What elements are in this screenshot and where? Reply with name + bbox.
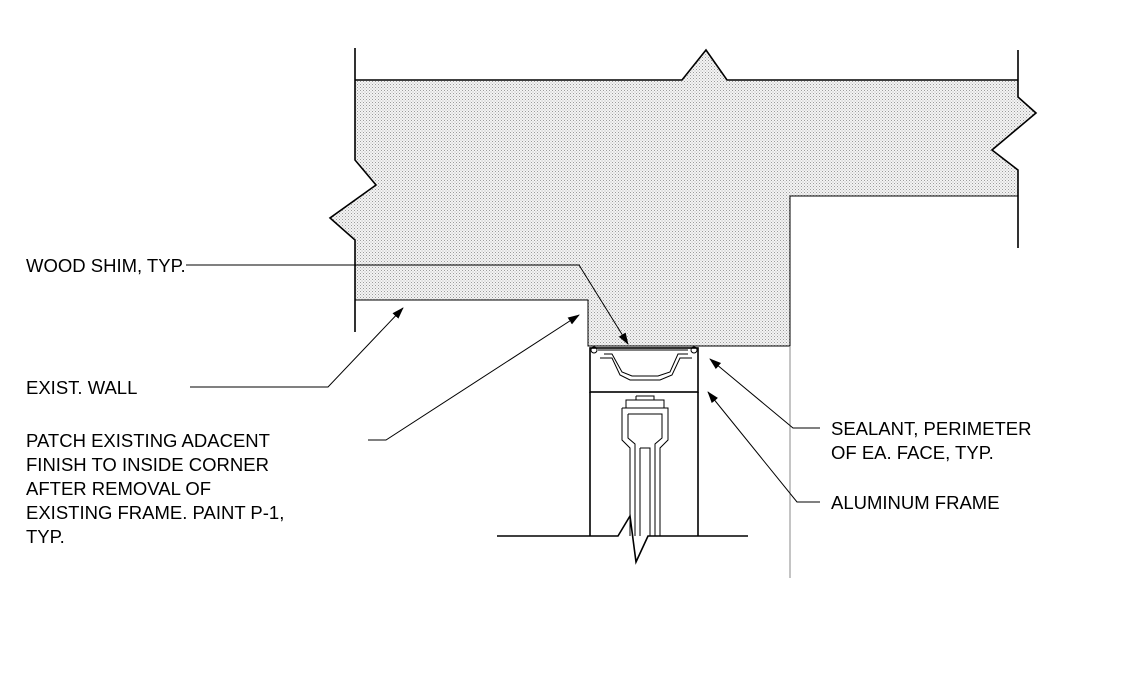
aluminum-frame <box>589 345 699 536</box>
note-line: ALUMINUM FRAME <box>831 492 1000 513</box>
leader-sealant <box>709 358 820 429</box>
bottom-break-line <box>497 513 748 565</box>
note-exist-wall: EXIST. WALL <box>26 377 137 398</box>
leader-exist-wall <box>190 307 404 388</box>
existing-wall <box>328 48 1038 578</box>
note-line: EXIST. WALL <box>26 377 137 398</box>
note-sealant: SEALANT, PERIMETER OF EA. FACE, TYP. <box>831 418 1031 463</box>
leader-patch <box>368 314 580 441</box>
note-patch: PATCH EXISTING ADACENT FINISH TO INSIDE … <box>26 430 284 547</box>
sealant-bead-left <box>590 346 598 354</box>
mullion-inner <box>627 413 663 536</box>
note-line: WOOD SHIM, TYP. <box>26 255 186 276</box>
mullion-cap <box>625 395 665 408</box>
wall-top-edge <box>355 48 1018 81</box>
leaders <box>186 264 820 503</box>
mullion-outer <box>621 407 669 536</box>
frame-header-channel-inner <box>604 353 688 377</box>
note-line: FINISH TO INSIDE CORNER <box>26 454 269 475</box>
note-line: OF EA. FACE, TYP. <box>831 442 994 463</box>
leader-wood-shim <box>186 264 629 345</box>
note-line: EXISTING FRAME. PAINT P-1, <box>26 502 284 523</box>
note-line: PATCH EXISTING ADACENT <box>26 430 270 451</box>
wood-shim-strip <box>596 345 690 351</box>
leader-aluminum-frame <box>707 391 820 503</box>
sealant-bead-right <box>690 346 698 354</box>
note-aluminum-frame: ALUMINUM FRAME <box>831 492 1000 513</box>
note-line: TYP. <box>26 526 65 547</box>
wall-right-break <box>990 50 1038 248</box>
frame-header <box>589 347 699 393</box>
wall-left-break <box>328 48 378 332</box>
mullion-glass-stop <box>639 447 651 536</box>
wall-poly <box>330 50 1036 346</box>
note-line: SEALANT, PERIMETER <box>831 418 1031 439</box>
frame-header-channel <box>600 357 692 381</box>
note-wood-shim: WOOD SHIM, TYP. <box>26 255 186 276</box>
note-line: AFTER REMOVAL OF <box>26 478 211 499</box>
